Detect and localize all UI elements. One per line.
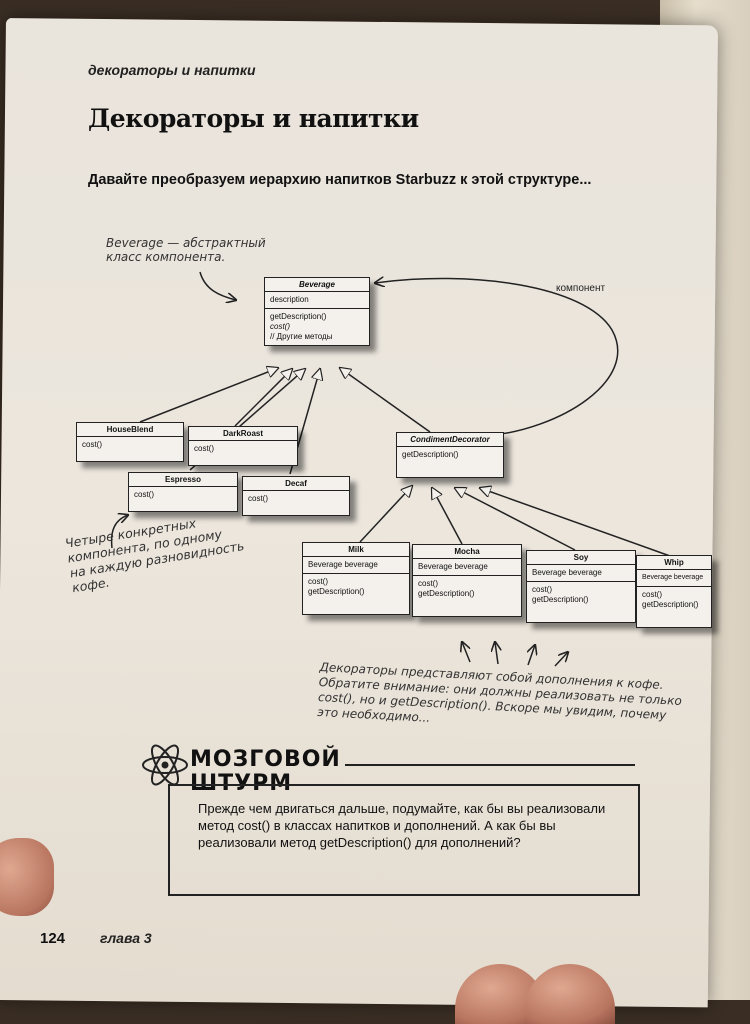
brainstorm-rule [345, 764, 635, 766]
class-field: description [265, 292, 369, 309]
arrow-dec-3 [528, 645, 535, 666]
class-method: cost() [82, 440, 102, 449]
class-mocha: Mocha Beverage beverage cost() getDescri… [412, 544, 522, 617]
chapter-label: глава 3 [100, 930, 152, 946]
class-name: Whip [637, 556, 711, 570]
class-soy: Soy Beverage beverage cost() getDescript… [526, 550, 636, 623]
arrow-dec-2 [495, 642, 498, 665]
class-method: getDescription() [402, 450, 459, 459]
class-method: // Другие методы [270, 332, 333, 341]
class-name: Soy [527, 551, 635, 565]
class-name: Mocha [413, 545, 521, 559]
class-method: getDescription() [532, 595, 589, 604]
class-method: cost() [642, 590, 662, 599]
class-whip: Whip Beverage beverage cost() getDescrip… [636, 555, 712, 628]
edge-milk [359, 486, 412, 543]
edge-whip [480, 488, 671, 557]
class-field: Beverage beverage [413, 559, 521, 576]
class-field: Beverage beverage [637, 570, 711, 587]
page-number: 124 [40, 930, 66, 947]
class-method: cost() [532, 585, 552, 594]
component-label: компонент [556, 283, 606, 294]
class-name: CondimentDecorator [397, 433, 503, 447]
class-milk: Milk Beverage beverage cost() getDescrip… [302, 542, 410, 615]
edge-soy [455, 488, 576, 551]
class-field: Beverage beverage [527, 565, 635, 582]
arrow-beverage-note [199, 271, 236, 300]
class-name: DarkRoast [189, 427, 297, 441]
atom-icon [142, 744, 188, 786]
brainstorm-title: МОЗГОВОЙ ШТУРМ [190, 747, 341, 796]
edge-darkroast [234, 369, 292, 427]
edge-houseblend [139, 368, 278, 423]
arrow-concrete-note [110, 515, 128, 549]
class-name: Decaf [243, 477, 349, 491]
class-method: getDescription() [418, 589, 475, 598]
finger-left [0, 838, 54, 916]
class-name: Milk [303, 543, 409, 557]
class-method: cost() [308, 577, 328, 586]
class-method: cost() [194, 444, 214, 453]
class-method: cost() [418, 579, 438, 588]
class-name: HouseBlend [77, 423, 183, 437]
edge-mocha [432, 488, 463, 545]
class-name: Espresso [129, 473, 237, 487]
brainstorm-box [168, 784, 640, 896]
edge-component [375, 278, 619, 437]
brainstorm-text: Прежде чем двигаться дальше, подумайте, … [198, 801, 606, 850]
class-method: cost() [270, 322, 290, 331]
running-head: декораторы и напитки [88, 62, 256, 78]
beverage-note: Beverage — абстрактный класс компонента. [106, 236, 266, 264]
class-name: Beverage [265, 278, 369, 292]
page-subtitle: Давайте преобразуем иерархию напитков St… [88, 172, 592, 188]
edge-condiment [340, 368, 431, 433]
class-method: getDescription() [270, 312, 327, 321]
class-method: cost() [248, 494, 268, 503]
class-field: Beverage beverage [303, 557, 409, 574]
class-method: getDescription() [642, 600, 699, 609]
class-method: cost() [134, 490, 154, 499]
class-beverage: Beverage description getDescription() co… [264, 277, 370, 346]
class-darkroast: DarkRoast cost() [188, 426, 298, 466]
arrow-dec-4 [554, 652, 568, 667]
class-condiment-decorator: CondimentDecorator getDescription() [396, 432, 504, 478]
arrow-dec-1 [462, 642, 471, 663]
class-espresso: Espresso cost() [128, 472, 238, 512]
page-title: Декораторы и напитки [88, 104, 419, 133]
class-decaf: Decaf cost() [242, 476, 350, 516]
class-method: getDescription() [308, 587, 365, 596]
class-houseblend: HouseBlend cost() [76, 422, 184, 462]
